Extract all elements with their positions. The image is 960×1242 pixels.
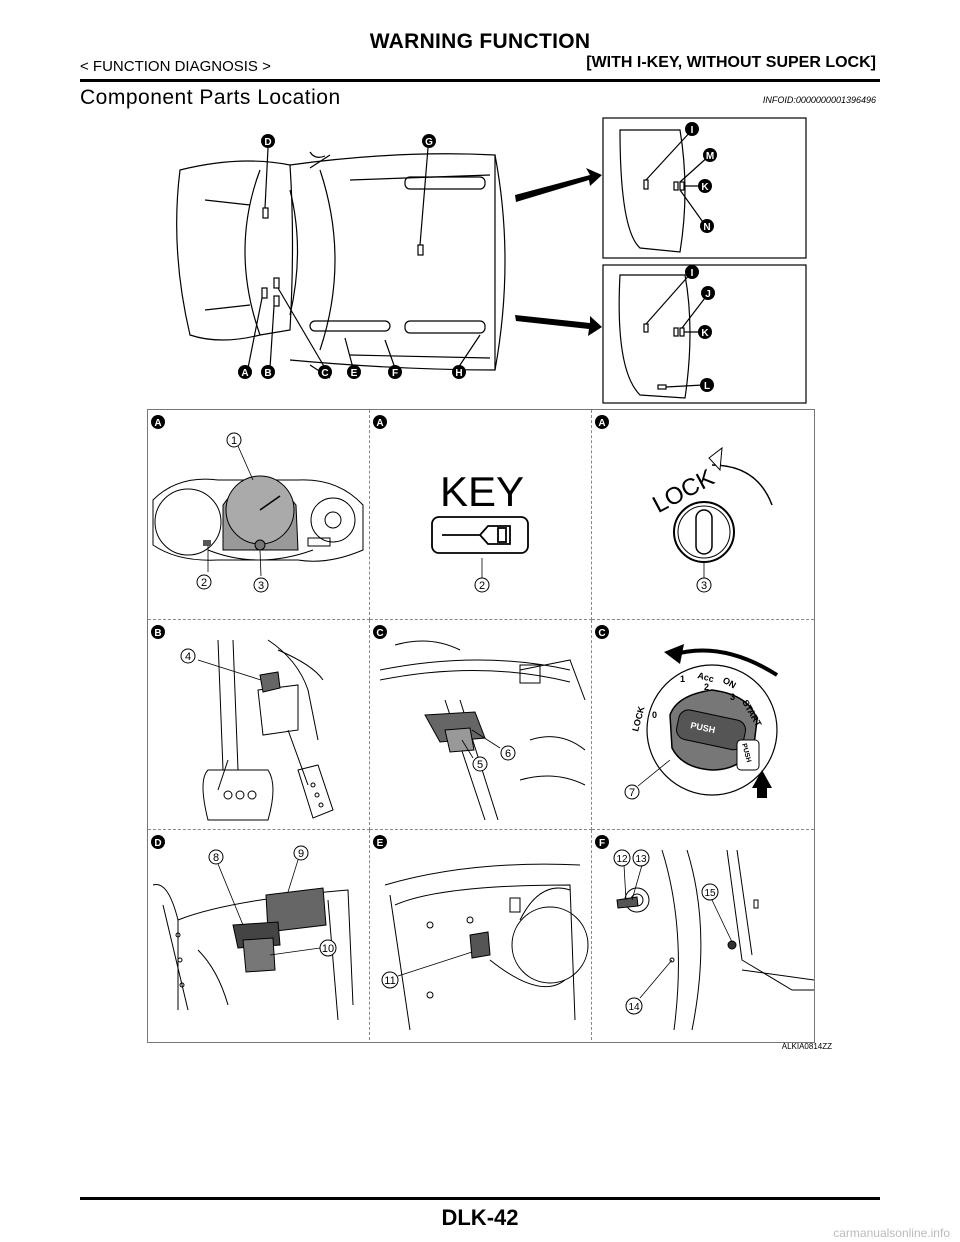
ign-lock: LOCK (630, 705, 646, 733)
ign-0: 0 (652, 710, 657, 720)
key-text: KEY (440, 468, 524, 515)
detail-cell-lock-indicator: A LOCK 3 (592, 410, 814, 620)
callout-4: 4 (185, 651, 191, 663)
inset-bottom-label-j: J (705, 289, 711, 300)
callout-14: 14 (628, 1002, 640, 1013)
car-label-c: C (321, 368, 328, 379)
cell-letter: C (598, 628, 605, 639)
car-label-h: H (455, 368, 462, 379)
callout-7: 7 (629, 787, 635, 799)
cell-letter: B (154, 628, 161, 639)
detail-cell-door-inner: E 11 (370, 830, 592, 1040)
inset-top-label-k: K (701, 182, 709, 193)
header-breadcrumb: < FUNCTION DIAGNOSIS > (80, 58, 271, 75)
watermark: carmanualsonline.info (833, 1226, 950, 1240)
car-label-g: G (425, 137, 433, 148)
detail-cell-ignition-knob: C LOCK 0 1 Acc 2 ON 3 START PUSH PUSH (592, 620, 814, 830)
figure-id: ALKIA0814ZZ (781, 1042, 832, 1051)
car-label-a: A (241, 368, 248, 379)
ign-3: 3 (730, 692, 735, 702)
ign-2: 2 (704, 682, 709, 692)
cell-letter: C (376, 628, 383, 639)
cell-letter: E (377, 838, 384, 849)
callout-5: 5 (477, 759, 483, 771)
detail-cell-pedals: B 4 (148, 620, 370, 830)
vehicle-overview-diagram: D G A B C E F H I M K N I J K L (176, 117, 807, 404)
detail-grid: A 1 2 3 (147, 409, 815, 1043)
detail-cell-under-dash: D 8 9 10 (148, 830, 370, 1040)
cell-letter: A (376, 418, 383, 429)
callout-10: 10 (322, 943, 334, 955)
cell-letter: A (154, 418, 161, 429)
callout-2: 2 (479, 580, 485, 592)
page-header-title: WARNING FUNCTION (369, 30, 591, 53)
car-label-e: E (351, 368, 358, 379)
callout-6: 6 (505, 748, 511, 760)
callout-3: 3 (701, 580, 707, 592)
car-label-b: B (264, 368, 271, 379)
ign-acc: Acc (696, 670, 715, 684)
inset-bottom-label-k: K (701, 328, 709, 339)
inset-bottom-label-i: I (691, 268, 694, 279)
detail-cell-key-indicator: A KEY 2 (370, 410, 592, 620)
detail-cell-combination-meter: A 1 2 3 (148, 410, 370, 620)
detail-cell-door-switch: F 12 13 15 (592, 830, 814, 1040)
car-label-d: D (264, 137, 271, 148)
car-label-f: F (392, 368, 398, 379)
callout-15: 15 (704, 888, 716, 899)
callout-8: 8 (213, 852, 219, 864)
inset-bottom-label-l: L (704, 381, 710, 392)
section-title: Component Parts Location (80, 86, 341, 109)
ign-on: ON (721, 675, 738, 690)
detail-cell-steering-column: C 5 6 (370, 620, 592, 830)
callout-12: 12 (616, 854, 628, 865)
callout-9: 9 (298, 848, 304, 860)
cell-letter: A (598, 418, 605, 429)
cell-letter: D (154, 838, 161, 849)
inset-top-label-n: N (703, 222, 710, 233)
page-number: DLK-42 (441, 1205, 519, 1230)
info-id: INFOID:0000000001396496 (762, 95, 876, 105)
header-variant: [WITH I-KEY, WITHOUT SUPER LOCK] (586, 54, 876, 71)
ign-push-button: PUSH (740, 743, 752, 764)
callout-13: 13 (635, 854, 647, 865)
inset-top-label-m: M (706, 151, 714, 162)
callout-3: 3 (258, 580, 264, 592)
footer-rule (80, 1197, 880, 1200)
ign-1: 1 (680, 674, 685, 684)
callout-1: 1 (231, 435, 237, 447)
inset-top-label-i: I (691, 125, 694, 136)
callout-2: 2 (201, 577, 207, 589)
header-rule (80, 79, 880, 82)
callout-11: 11 (384, 975, 395, 987)
cell-letter: F (599, 838, 605, 849)
